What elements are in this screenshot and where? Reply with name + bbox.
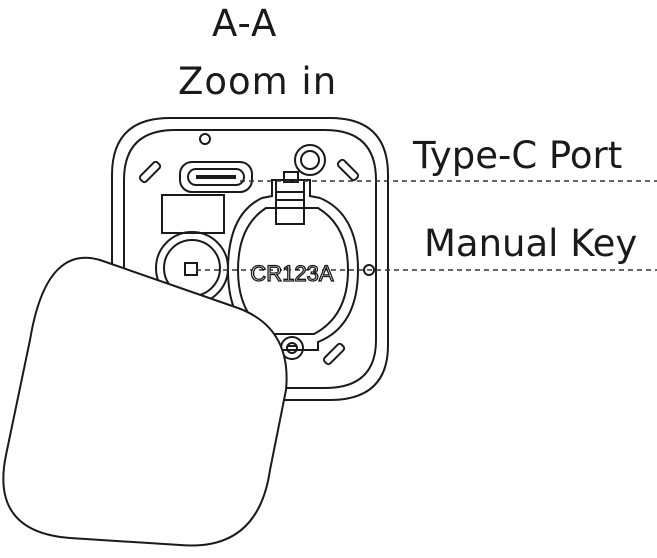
battery-holder-outline — [226, 179, 360, 351]
section-subtitle: Zoom in — [178, 60, 338, 103]
device-outer-body — [111, 117, 389, 401]
corner-slot-top-right — [336, 158, 360, 182]
device-inner-rim — [123, 129, 377, 389]
type-c-port-opening — [187, 168, 245, 186]
section-title: A-A — [212, 2, 278, 45]
battery-screw — [286, 342, 298, 354]
corner-slot-bottom-right — [322, 342, 346, 366]
corner-slot-top-left — [138, 160, 162, 184]
side-ring — [363, 264, 375, 276]
indicator-ring — [294, 144, 326, 176]
battery-clip-tab — [283, 171, 299, 183]
detached-cover — [2, 256, 288, 547]
callout-manual-key: Manual Key — [424, 222, 638, 265]
manual-key-center — [184, 262, 198, 276]
callout-type-c-port: Type-C Port — [413, 134, 623, 177]
indicator-lens — [300, 150, 320, 170]
type-c-port-housing — [179, 161, 253, 193]
battery-holder-inner — [236, 207, 350, 335]
screw-hole-top — [199, 133, 211, 145]
battery-label: CR123A — [250, 261, 333, 286]
battery-clip-top — [275, 179, 305, 225]
sensor-chip — [161, 194, 225, 234]
